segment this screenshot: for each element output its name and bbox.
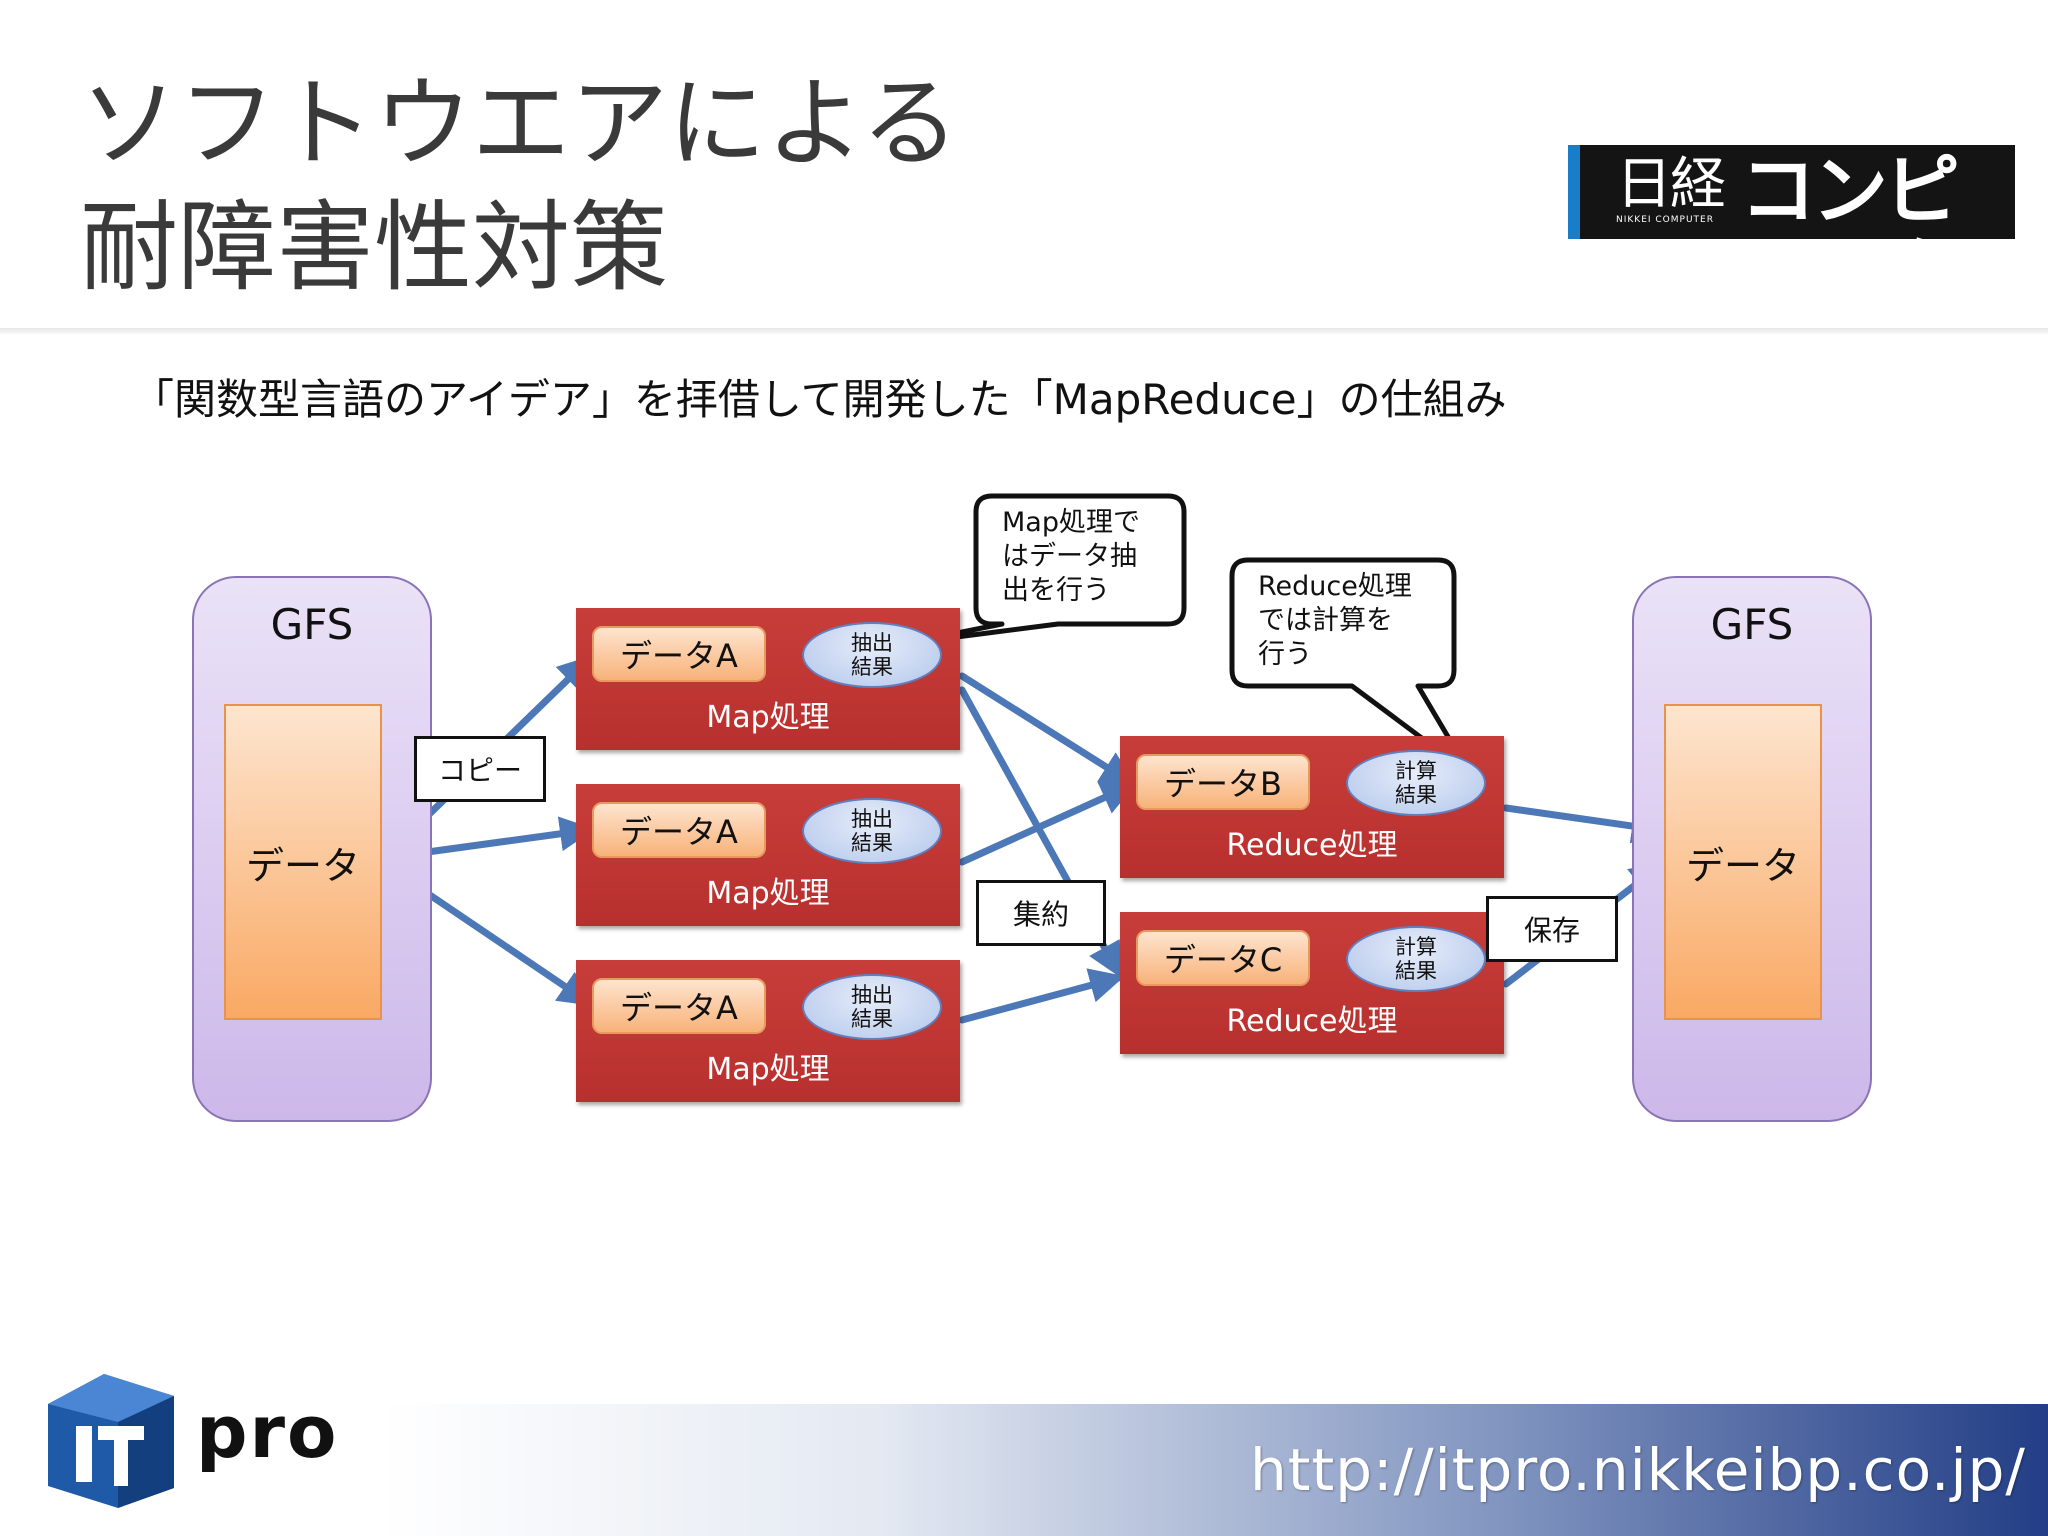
reduce-b-result-line-2: 結果 (1395, 783, 1437, 807)
map-1-data: データA (592, 626, 766, 682)
map-1-label: Map処理 (706, 700, 830, 735)
footer-url[interactable]: http://itpro.nikkeibp.co.jp/ (1250, 1436, 2026, 1504)
map-process-2: データA 抽出 結果 Map処理 (576, 784, 960, 926)
logo-accent-bar (1568, 145, 1580, 239)
aggregate-label: 集約 (976, 880, 1106, 946)
arrow-map2-to-reduce-b (958, 781, 1137, 866)
footer-band (380, 1404, 2048, 1536)
map-1-result-line-1: 抽出 (851, 631, 893, 655)
logo-english-text: NIKKEI COMPUTER (1616, 215, 1714, 225)
arrow-map3-to-reduce-c (958, 968, 1125, 1024)
logo-computer-text: コンピュータ (1740, 146, 1960, 319)
map-callout-line-1: Map処理で (1002, 507, 1140, 538)
map-3-result: 抽出 結果 (802, 974, 942, 1040)
reduce-b-data: データB (1136, 754, 1310, 810)
copy-label: コピー (414, 736, 546, 802)
map-callout-bubble (899, 493, 1187, 647)
reduce-callout-bubble (1229, 557, 1473, 777)
reduce-callout-line-2: では計算を (1258, 605, 1393, 636)
reduce-process-b: データB 計算 結果 Reduce処理 (1120, 736, 1504, 878)
map-2-result-line-1: 抽出 (851, 807, 893, 831)
map-callout-line-2: はデータ抽 (1002, 541, 1137, 572)
arrow-map1-to-reduce-b (958, 672, 1136, 786)
itpro-logo-icon (48, 1374, 174, 1508)
reduce-callout-text: Reduce処理 では計算を 行う (1258, 570, 1412, 672)
page-title: ソフトウエアによる 耐障害性対策 (80, 62, 959, 310)
map-process-3: データA 抽出 結果 Map処理 (576, 960, 960, 1102)
map-2-data: データA (592, 802, 766, 858)
reduce-process-c: データC 計算 結果 Reduce処理 (1120, 912, 1504, 1054)
map-3-label: Map処理 (706, 1052, 830, 1087)
reduce-c-result: 計算 結果 (1346, 926, 1486, 992)
page-title-line-2: 耐障害性対策 (80, 191, 669, 305)
gfs-left-data: データ (224, 704, 382, 1020)
gfs-left-title: GFS (270, 600, 354, 649)
gfs-right-title: GFS (1710, 600, 1794, 649)
reduce-b-result: 計算 結果 (1346, 750, 1486, 816)
slide-subtitle: 「関数型言語のアイデア」を拝借して開発した「MapReduce」の仕組み (132, 375, 1507, 424)
reduce-b-label: Reduce処理 (1226, 828, 1398, 863)
reduce-c-result-line-2: 結果 (1395, 959, 1437, 983)
map-1-result-line-2: 結果 (851, 655, 893, 679)
map-3-result-line-1: 抽出 (851, 983, 893, 1007)
map-callout-line-3: 出を行う (1002, 575, 1110, 606)
reduce-c-data: データC (1136, 930, 1310, 986)
map-1-result: 抽出 結果 (802, 622, 942, 688)
save-label: 保存 (1486, 896, 1618, 962)
header-divider (0, 328, 2048, 334)
reduce-b-result-line-1: 計算 (1395, 759, 1437, 783)
map-process-1: データA 抽出 結果 Map処理 (576, 608, 960, 750)
map-3-data: データA (592, 978, 766, 1034)
map-2-result: 抽出 結果 (802, 798, 942, 864)
gfs-right-data: データ (1664, 704, 1822, 1020)
map-3-result-line-2: 結果 (851, 1007, 893, 1031)
reduce-c-result-line-1: 計算 (1395, 935, 1437, 959)
nikkei-computer-logo: 日経 コンピュータ NIKKEI COMPUTER (1568, 145, 2015, 317)
itpro-logo-text: pro (196, 1390, 339, 1474)
reduce-callout-line-1: Reduce処理 (1258, 571, 1412, 602)
map-callout-text: Map処理で はデータ抽 出を行う (1002, 506, 1140, 608)
page-title-line-1: ソフトウエアによる (80, 67, 960, 181)
reduce-callout-line-3: 行う (1258, 639, 1312, 670)
map-2-label: Map処理 (706, 876, 830, 911)
map-2-result-line-2: 結果 (851, 831, 893, 855)
logo-nikkei-text: 日経 (1616, 152, 1726, 217)
reduce-c-label: Reduce処理 (1226, 1004, 1398, 1039)
